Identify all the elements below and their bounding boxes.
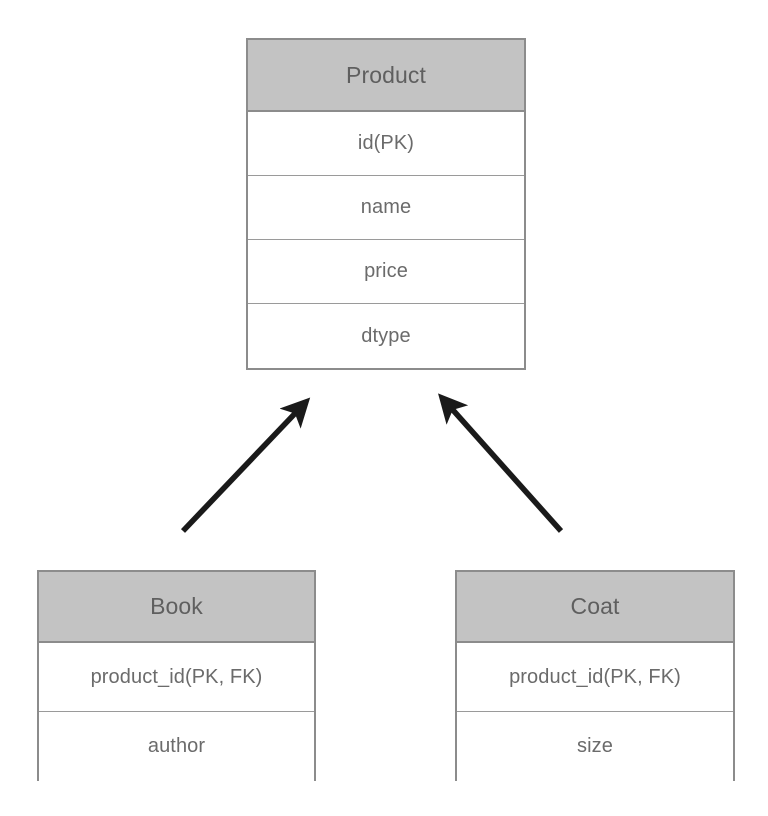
arrow-coat-to-product [438, 393, 564, 533]
entity-book[interactable]: Book product_id(PK, FK) author [37, 570, 316, 781]
entity-coat-attribute-size: size [457, 712, 733, 781]
entity-product-attribute-name: name [248, 176, 524, 240]
entity-product-attribute-id: id(PK) [248, 112, 524, 176]
entity-coat-title: Coat [457, 572, 733, 643]
entity-product-attribute-price: price [248, 240, 524, 304]
entity-product-attribute-dtype: dtype [248, 304, 524, 368]
entity-product-title: Product [248, 40, 524, 112]
entity-coat[interactable]: Coat product_id(PK, FK) size [455, 570, 735, 781]
arrow-book-to-product [180, 397, 311, 533]
entity-coat-attribute-product-id: product_id(PK, FK) [457, 643, 733, 712]
entity-book-attribute-author: author [39, 712, 314, 781]
entity-book-title: Book [39, 572, 314, 643]
entity-product[interactable]: Product id(PK) name price dtype [246, 38, 526, 370]
entity-book-attribute-product-id: product_id(PK, FK) [39, 643, 314, 712]
